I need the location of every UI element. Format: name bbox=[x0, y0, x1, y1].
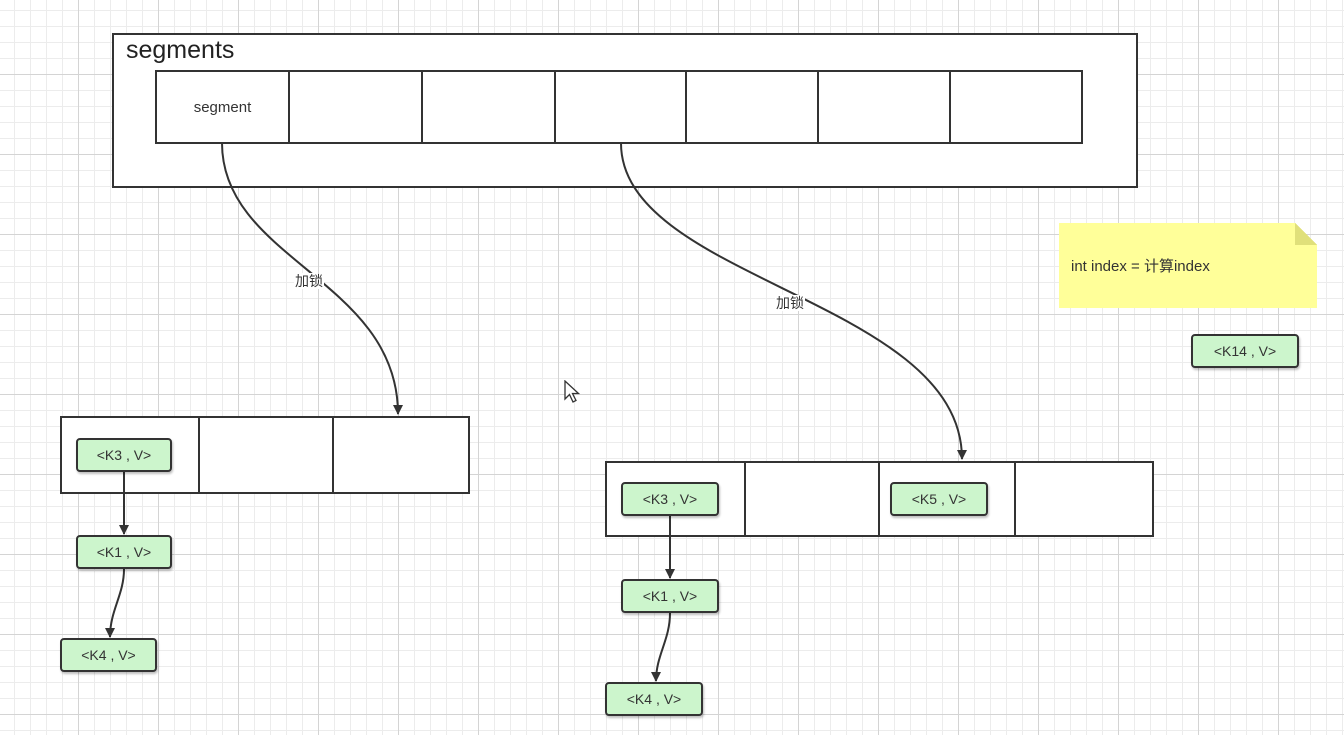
segment-cell-3[interactable] bbox=[421, 70, 556, 144]
right-chain-entry-1[interactable]: <K1 , V> bbox=[621, 579, 719, 613]
right-bucket-third-entry[interactable]: <K5 , V> bbox=[890, 482, 988, 516]
right-bucket-head-entry[interactable]: <K3 , V> bbox=[621, 482, 719, 516]
floating-entry[interactable]: <K14 , V> bbox=[1191, 334, 1299, 368]
left-chain-entry-1[interactable]: <K1 , V> bbox=[76, 535, 172, 569]
index-note[interactable]: int index = 计算index bbox=[1059, 223, 1317, 308]
segment-cell-2[interactable] bbox=[288, 70, 423, 144]
right-bucket-cell-4[interactable] bbox=[1014, 461, 1154, 537]
segment-cell-1[interactable]: segment bbox=[155, 70, 290, 144]
segments-title: segments bbox=[126, 36, 235, 64]
lock-label-right: 加锁 bbox=[775, 295, 805, 311]
right-chain-entry-2[interactable]: <K4 , V> bbox=[605, 682, 703, 716]
mouse-pointer-icon bbox=[564, 380, 581, 403]
segment-cell-5[interactable] bbox=[685, 70, 819, 144]
segment-cell-4[interactable] bbox=[554, 70, 687, 144]
right-bucket-cell-2[interactable] bbox=[744, 461, 880, 537]
index-note-text: int index = 计算index bbox=[1071, 258, 1210, 275]
lock-label-left: 加锁 bbox=[294, 273, 324, 289]
left-bucket-cell-2[interactable] bbox=[198, 416, 334, 494]
left-bucket-cell-3[interactable] bbox=[332, 416, 470, 494]
right-chain-edge-2 bbox=[651, 612, 671, 682]
note-fold-corner bbox=[1295, 223, 1317, 245]
segment-cell-6[interactable] bbox=[817, 70, 951, 144]
segment-cell-label: segment bbox=[193, 98, 252, 116]
segment-cell-7[interactable] bbox=[949, 70, 1083, 144]
left-chain-entry-2[interactable]: <K4 , V> bbox=[60, 638, 157, 672]
left-chain-edge-2 bbox=[105, 568, 125, 638]
left-bucket-head-entry[interactable]: <K3 , V> bbox=[76, 438, 172, 472]
